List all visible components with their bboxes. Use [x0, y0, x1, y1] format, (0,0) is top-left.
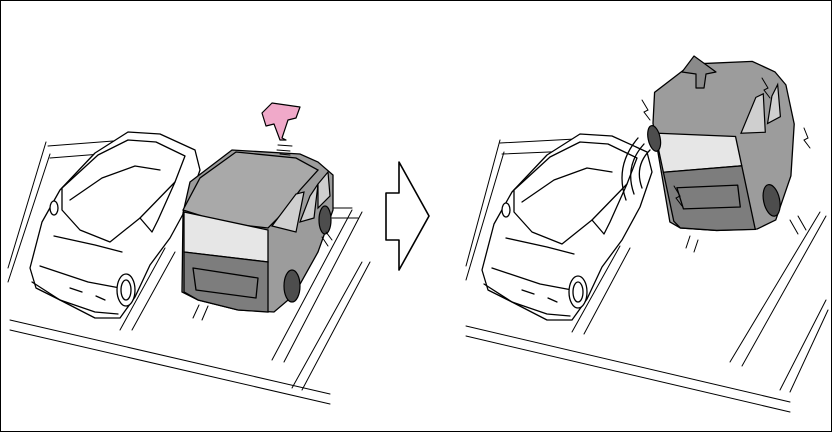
right-arrow-icon	[386, 162, 429, 270]
minivan-tilted-icon	[635, 46, 814, 248]
panel-before	[8, 103, 370, 404]
pink-up-arrow-icon	[262, 103, 300, 155]
parked-sedan-after-icon	[482, 134, 652, 320]
panel-after	[466, 46, 828, 412]
parked-sedan-icon	[30, 132, 200, 318]
